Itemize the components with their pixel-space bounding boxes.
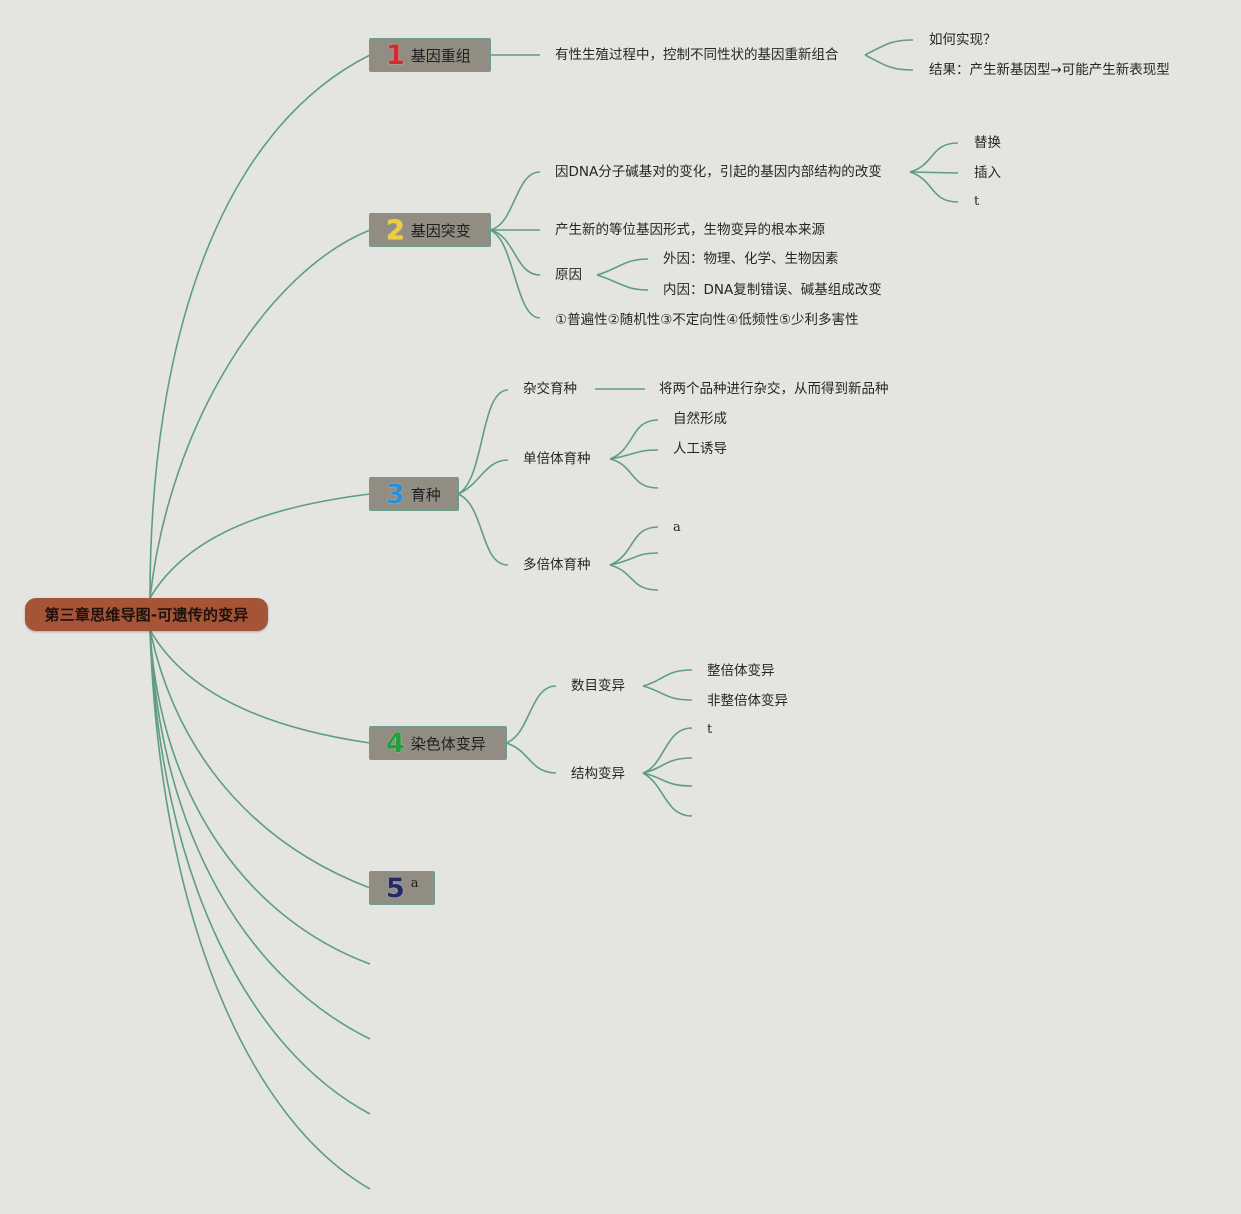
- link-t4-c1-g2: [642, 685, 693, 701]
- link-t2-c1: [489, 171, 541, 231]
- leaf-result[interactable]: 结果：产生新基因型→可能产生新表现型: [929, 62, 1170, 78]
- leaf-aneuploid[interactable]: 非整倍体变异: [707, 693, 788, 709]
- link-t3-c1: [457, 389, 509, 495]
- link-root-topic4: [149, 629, 371, 744]
- link-t3-c2-g3: [609, 458, 659, 489]
- link-t4-c2-g3: [642, 772, 693, 787]
- topic-chromosome-variation[interactable]: 4 染色体变异: [369, 726, 507, 760]
- link-t2-c1-g2: [909, 171, 959, 174]
- leaf-a[interactable]: a: [673, 520, 681, 535]
- topic-5[interactable]: 5 a: [369, 871, 435, 905]
- leaf-t[interactable]: t: [974, 194, 980, 209]
- topic-label: 染色体变异: [410, 734, 486, 753]
- subtopic-new-alleles[interactable]: 产生新的等位基因形式，生物变异的根本来源: [555, 222, 825, 238]
- link-root-topic2: [149, 229, 371, 599]
- leaf-external-cause[interactable]: 外因：物理、化学、生物因素: [663, 251, 839, 267]
- root-label: 第三章思维导图-可遗传的变异: [44, 606, 249, 624]
- leaf-euploid[interactable]: 整倍体变异: [707, 663, 775, 679]
- link-t4-c1-g1: [642, 669, 693, 687]
- topic-number-badge: 5: [386, 872, 405, 904]
- topic-breeding[interactable]: 3 育种: [369, 477, 459, 511]
- link-t4-c2-g2: [642, 757, 693, 774]
- subtopic-polyploid-breeding[interactable]: 多倍体育种: [523, 557, 591, 573]
- link-t3-c3-g1: [609, 526, 659, 566]
- link-t2-c1-g1: [909, 142, 959, 173]
- topic-number-badge: 1: [386, 39, 405, 71]
- subtopic-hybrid-breeding[interactable]: 杂交育种: [523, 381, 577, 397]
- topic-gene-mutation[interactable]: 2 基因突变: [369, 213, 491, 247]
- root-node[interactable]: 第三章思维导图-可遗传的变异: [25, 598, 268, 631]
- link-root-empty3: [149, 629, 371, 1115]
- subtopic-causes[interactable]: 原因: [555, 267, 582, 283]
- leaf-induced[interactable]: 人工诱导: [673, 441, 727, 457]
- link-t3-c2-g2: [609, 449, 659, 460]
- link-t3-c3-g2: [609, 552, 659, 566]
- leaf-substitution[interactable]: 替换: [974, 135, 1001, 151]
- link-t2-c4: [489, 229, 541, 319]
- topic-number-badge: 3: [386, 478, 405, 510]
- link-t2-c1-g3: [909, 171, 959, 203]
- link-t3-c2-g1: [609, 419, 659, 460]
- link-t1-c1-g1: [864, 39, 914, 56]
- link-root-empty1: [149, 629, 371, 965]
- link-t3-c3: [457, 493, 509, 566]
- leaf-t[interactable]: t: [707, 722, 713, 737]
- leaf-internal-cause[interactable]: 内因：DNA复制错误、碱基组成改变: [663, 282, 882, 298]
- subtopic-haploid-breeding[interactable]: 单倍体育种: [523, 451, 591, 467]
- link-root-empty2: [149, 629, 371, 1040]
- link-root-topic3: [149, 493, 371, 599]
- link-t3-c3-g3: [609, 564, 659, 591]
- leaf-hybrid-definition[interactable]: 将两个品种进行杂交，从而得到新品种: [659, 381, 889, 397]
- link-t1-c1-g2: [864, 54, 914, 71]
- topic-label: a: [410, 876, 419, 891]
- subtopic-number-variation[interactable]: 数目变异: [571, 678, 625, 694]
- link-t4-c2-g1: [642, 727, 693, 774]
- link-t4-c2-g4: [642, 772, 693, 817]
- link-t3-c2: [457, 459, 509, 495]
- subtopic-definition[interactable]: 因DNA分子碱基对的变化，引起的基因内部结构的改变: [555, 164, 882, 180]
- subtopic-structural-variation[interactable]: 结构变异: [571, 766, 625, 782]
- link-t2-c3: [489, 229, 541, 276]
- link-t4-c2: [505, 742, 557, 774]
- subtopic-definition[interactable]: 有性生殖过程中，控制不同性状的基因重新组合: [555, 47, 839, 63]
- leaf-insertion[interactable]: 插入: [974, 165, 1001, 181]
- link-root-topic5: [149, 629, 371, 889]
- topic-label: 基因突变: [410, 221, 471, 240]
- leaf-natural[interactable]: 自然形成: [673, 411, 727, 427]
- leaf-how[interactable]: 如何实现？: [929, 32, 997, 48]
- topic-number-badge: 4: [386, 727, 405, 759]
- topic-number-badge: 2: [386, 214, 405, 246]
- topic-label: 育种: [410, 485, 441, 504]
- link-root-empty4: [149, 629, 371, 1190]
- topic-label: 基因重组: [410, 46, 471, 65]
- subtopic-characteristics[interactable]: ①普遍性②随机性③不定向性④低频性⑤少利多害性: [555, 312, 859, 328]
- topic-gene-recombination[interactable]: 1 基因重组: [369, 38, 491, 72]
- link-t4-c1: [505, 685, 557, 744]
- link-t2-c3-g1: [596, 258, 649, 276]
- link-root-topic1: [149, 54, 371, 599]
- link-t2-c3-g2: [596, 274, 649, 291]
